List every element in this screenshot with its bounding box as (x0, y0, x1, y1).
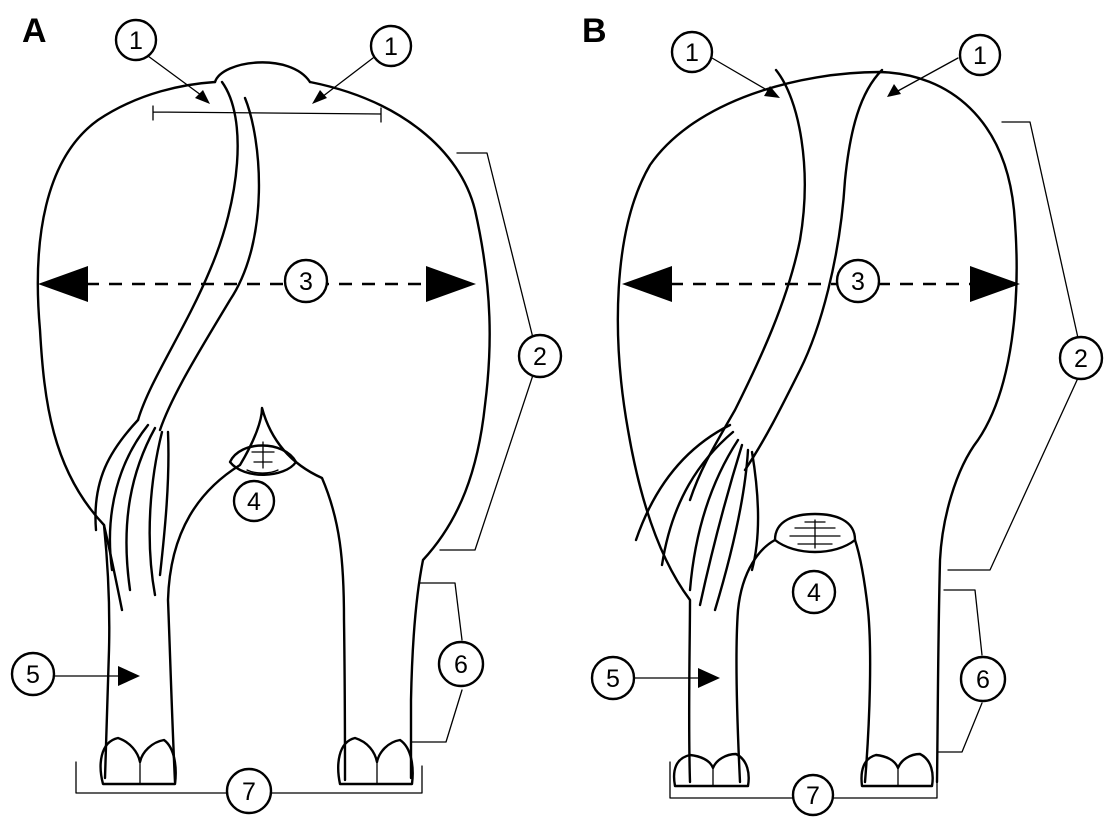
svg-text:1: 1 (129, 27, 143, 55)
panel-b: B (582, 12, 1102, 815)
cow-b-callouts: 1 1 3 2 4 5 6 (592, 32, 1102, 815)
callout-3-width: 3 (837, 260, 879, 302)
svg-text:5: 5 (606, 665, 620, 693)
callout-5-leg: 5 (592, 657, 634, 699)
callout-5-leg: 5 (12, 653, 54, 695)
callout-1-tailhead-left: 1 (116, 20, 156, 60)
callout-7-feet: 7 (227, 769, 271, 813)
callout-1-tailhead-left: 1 (672, 32, 712, 72)
svg-text:7: 7 (806, 782, 820, 810)
svg-text:6: 6 (454, 651, 468, 679)
callout-4-udder: 4 (234, 481, 274, 521)
callout-2-height: 2 (1060, 337, 1102, 379)
callout-7-feet: 7 (793, 775, 833, 815)
svg-text:2: 2 (533, 343, 547, 371)
callout-6-hock: 6 (961, 657, 1005, 701)
svg-text:6: 6 (976, 666, 990, 694)
callout-1-tailhead-right: 1 (371, 26, 411, 66)
svg-text:2: 2 (1074, 345, 1088, 373)
callout-3-width: 3 (285, 260, 327, 302)
svg-text:1: 1 (384, 33, 398, 61)
panel-b-letter: B (582, 12, 607, 50)
svg-text:4: 4 (247, 488, 261, 516)
callout-6-hock: 6 (439, 642, 483, 686)
cow-a-callouts: 1 1 3 2 4 5 6 (12, 20, 561, 813)
svg-text:1: 1 (685, 39, 699, 67)
panel-a-letter: A (22, 12, 47, 50)
svg-text:1: 1 (973, 42, 987, 70)
callout-4-udder: 4 (793, 571, 835, 613)
callout-2-height: 2 (519, 335, 561, 377)
svg-text:3: 3 (851, 268, 865, 296)
svg-text:4: 4 (807, 579, 821, 607)
svg-text:5: 5 (26, 661, 40, 689)
panel-a: A (12, 12, 561, 813)
svg-text:3: 3 (299, 268, 313, 296)
callout-1-tailhead-right: 1 (960, 35, 1000, 75)
svg-text:7: 7 (242, 778, 256, 806)
